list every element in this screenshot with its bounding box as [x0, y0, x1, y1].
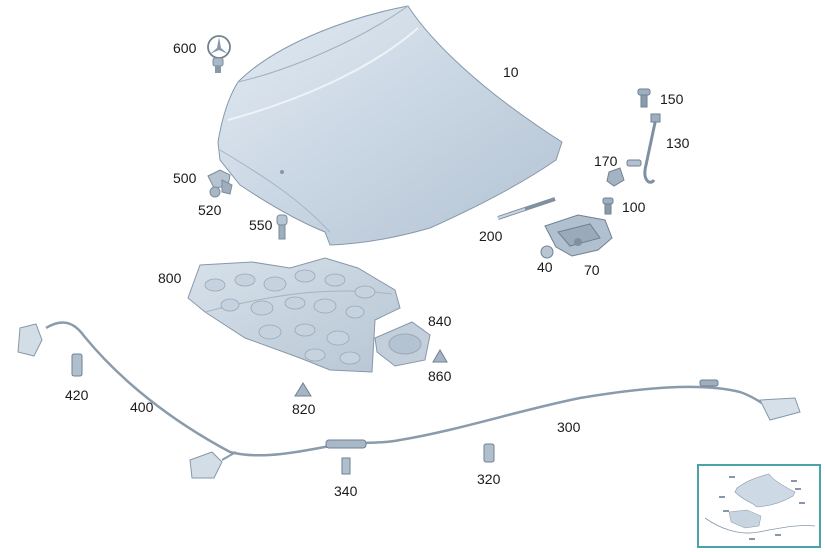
grommet-part-40[interactable]	[540, 245, 554, 259]
label-400: 400	[130, 399, 154, 415]
label-200: 200	[479, 228, 503, 244]
label-300: 300	[557, 419, 581, 435]
overview-thumbnail[interactable]	[697, 464, 821, 548]
label-840: 840	[428, 313, 452, 329]
clip-part-320[interactable]	[483, 443, 495, 463]
clip-part-520[interactable]	[209, 186, 221, 198]
label-40: 40	[537, 259, 553, 275]
label-170: 170	[594, 153, 618, 169]
label-70: 70	[584, 262, 600, 278]
bolt-part[interactable]	[637, 88, 651, 108]
release-rod-part[interactable]	[643, 113, 661, 184]
label-500: 500	[173, 170, 197, 186]
label-340: 340	[334, 483, 358, 499]
bolt-part-100[interactable]	[602, 197, 614, 215]
label-150: 150	[660, 91, 684, 107]
gas-strut-part[interactable]	[497, 197, 556, 220]
clip-part-860[interactable]	[432, 349, 448, 363]
clip-part-420[interactable]	[71, 353, 83, 377]
label-10: 10	[503, 64, 519, 80]
insulation-piece-part[interactable]	[374, 321, 431, 367]
clip-part-500[interactable]	[207, 169, 233, 195]
overview-thumbnail-drawing	[704, 473, 816, 540]
label-320: 320	[477, 471, 501, 487]
label-820: 820	[292, 401, 316, 417]
hood-lock-part[interactable]	[544, 214, 613, 257]
label-800: 800	[158, 270, 182, 286]
label-520: 520	[198, 202, 222, 218]
release-cable-part-400[interactable]	[17, 321, 341, 457]
handle-bracket-part[interactable]	[189, 451, 237, 479]
hood-insulation-pad-part[interactable]	[187, 257, 401, 373]
label-600: 600	[173, 40, 197, 56]
label-860: 860	[428, 368, 452, 384]
cable-connector-part[interactable]	[325, 439, 367, 475]
label-550: 550	[249, 217, 273, 233]
bracket-part-170[interactable]	[606, 159, 642, 187]
label-130: 130	[666, 135, 690, 151]
label-100: 100	[622, 199, 646, 215]
clip-part-820[interactable]	[294, 382, 312, 397]
release-cable-part-300[interactable]	[339, 379, 801, 446]
star-emblem-part[interactable]	[207, 35, 231, 73]
hood-part[interactable]	[217, 5, 563, 246]
label-420: 420	[65, 387, 89, 403]
rubber-stop-part[interactable]	[276, 214, 288, 240]
